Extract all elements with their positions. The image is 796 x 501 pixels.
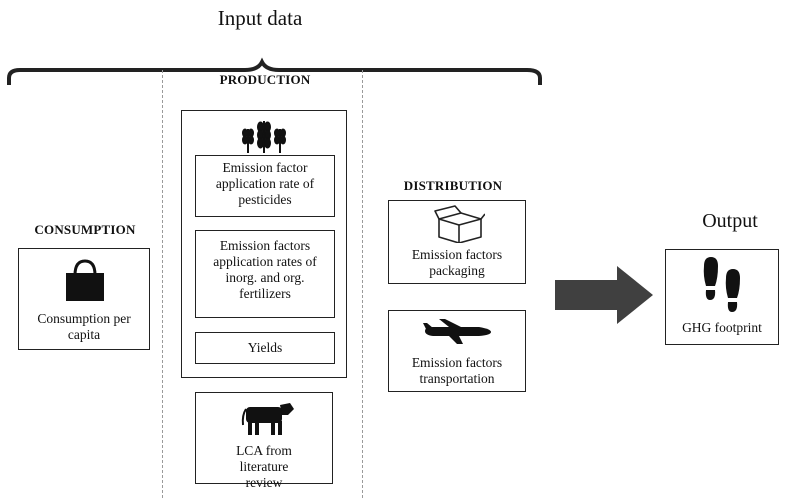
lca-box: LCA from literature review bbox=[195, 392, 333, 490]
transportation-box: Emission factors transportation bbox=[388, 310, 526, 392]
input-data-title: Input data bbox=[217, 6, 303, 30]
separator-right bbox=[362, 70, 363, 498]
consumption-per-capita-label: Consumption per capita bbox=[37, 311, 131, 342]
yields-label: Yields bbox=[247, 340, 283, 355]
section-production: PRODUCTION bbox=[219, 72, 311, 87]
packaging-box: Emission factors packaging bbox=[388, 200, 526, 284]
consumption-per-capita-box: Consumption per capita bbox=[18, 248, 150, 350]
transportation-label: Emission factors transportation bbox=[411, 355, 503, 386]
pesticides-box: Emission factor application rate of pest… bbox=[195, 155, 335, 217]
fertilizers-label: Emission factors application rates of in… bbox=[213, 238, 317, 301]
ghg-footprint-box: GHG footprint bbox=[665, 249, 779, 345]
package-box-icon bbox=[434, 205, 485, 243]
section-distribution: DISTRIBUTION bbox=[403, 178, 503, 193]
packaging-label: Emission factors packaging bbox=[411, 247, 503, 278]
right-arrow bbox=[555, 266, 653, 324]
yields-box: Yields bbox=[195, 332, 335, 364]
output-title: Output bbox=[702, 210, 758, 232]
input-data-bracket bbox=[7, 57, 542, 85]
section-consumption: CONSUMPTION bbox=[34, 222, 136, 237]
pesticides-label: Emission factor application rate of pest… bbox=[215, 160, 315, 207]
separator-left bbox=[162, 70, 163, 498]
wheat-icon bbox=[242, 121, 286, 153]
fertilizers-box: Emission factors application rates of in… bbox=[195, 230, 335, 318]
basket-icon bbox=[66, 259, 104, 301]
ghg-footprint-label: GHG footprint bbox=[682, 320, 762, 335]
lca-label: LCA from literature review bbox=[236, 443, 292, 490]
cow-icon bbox=[241, 403, 294, 435]
footprint-icon bbox=[703, 257, 740, 312]
airplane-icon bbox=[423, 319, 491, 344]
